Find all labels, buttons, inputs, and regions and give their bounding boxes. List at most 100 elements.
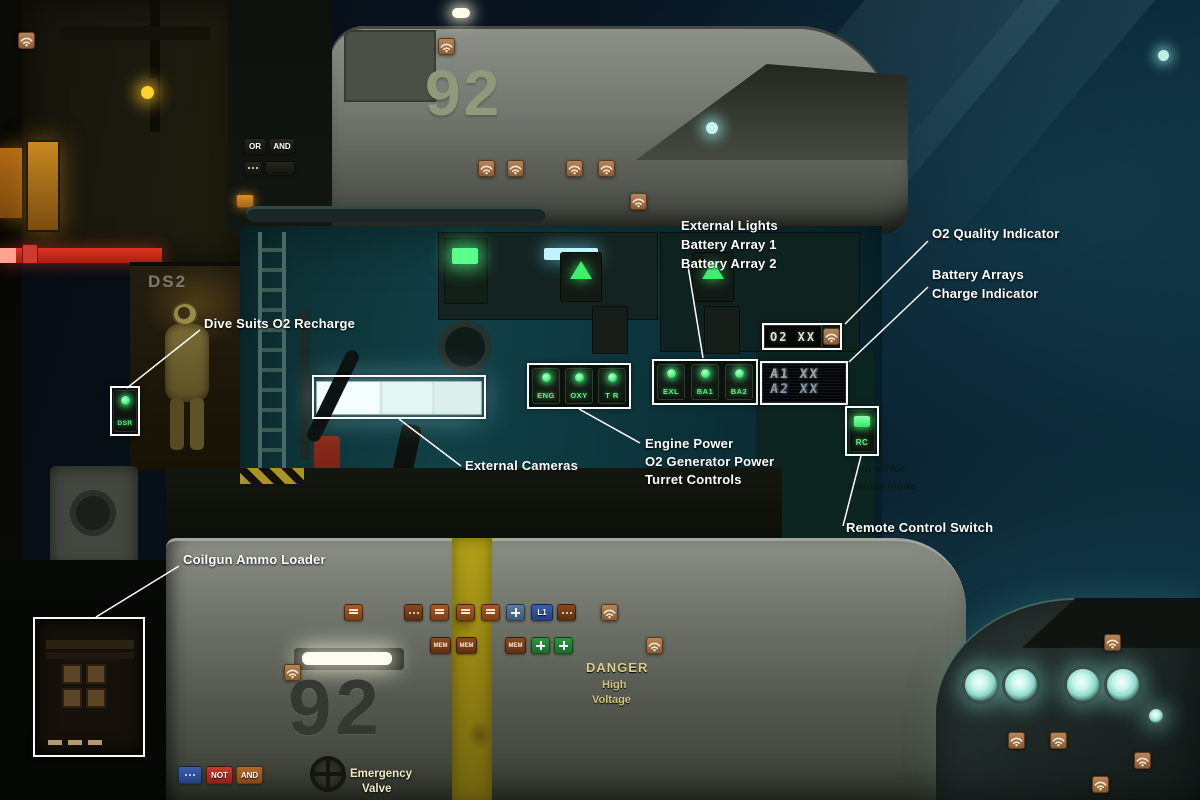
battery-unit [704,306,740,354]
logic-component[interactable] [244,161,262,175]
dive-suit-leg [190,398,204,450]
danger-sign-title: DANGER [586,660,649,675]
turret-led [607,373,617,382]
navigation-light [452,8,470,18]
exl-label: EXL [662,387,680,396]
wifi-component-icon[interactable] [284,664,301,681]
annotation-box-lights [652,359,758,405]
relay-component[interactable] [481,604,500,621]
logic-component[interactable] [178,766,202,784]
wifi-component-icon[interactable] [18,32,35,49]
wifi-component-icon[interactable] [601,604,618,621]
valve-spoke [312,772,344,776]
adder-component[interactable] [506,604,525,621]
turret-control-button[interactable]: T R [598,368,626,404]
wifi-component-icon[interactable] [598,160,615,177]
vent-warning-panel [560,252,602,302]
plus-icon [511,608,520,617]
relay-component[interactable] [404,604,423,621]
and-gate-component[interactable]: AND [236,766,263,784]
wifi-component-icon[interactable] [1134,752,1151,769]
dive-suit-helmet [172,302,198,326]
dots-icon [408,611,411,614]
wifi-component-icon[interactable] [1104,634,1121,651]
ammo-slot [86,688,106,708]
annotation-box-coilgun [33,617,145,757]
rc-led [854,416,870,427]
wifi-component-icon[interactable] [566,160,583,177]
o2-quality-display: O2 XX [764,325,822,348]
turret-label: T R [605,391,619,400]
ammo-slot [62,664,82,684]
engine-control-panel: ENG OXY T R [529,365,629,407]
lit-relay-component[interactable] [236,194,254,208]
wifi-component-icon[interactable] [1050,732,1067,749]
porthole-lamp [1002,666,1040,704]
exl-led [666,369,676,378]
wifi-component-icon[interactable] [1092,776,1109,793]
porthole-lamp [1104,666,1142,704]
plus-icon [559,641,568,650]
battery-arrays-annotation: Battery Arrays [932,267,1024,282]
green-status-glow [452,248,478,264]
annotation-box-rc [845,406,879,456]
adder-component[interactable] [531,637,550,654]
rc-label: RC [855,438,869,447]
dots-icon [248,167,250,169]
hull-number-bottom: 92 [288,663,383,751]
ladder-rail [282,232,286,556]
plus-icon [536,641,545,650]
porthole-lamp [962,666,1000,704]
turret-controls-annotation: Turret Controls [645,472,742,487]
external-lights-button[interactable]: EXL [657,364,685,400]
battery-array-1-annotation: Battery Array 1 [681,237,777,252]
mem-label: MEM [433,642,448,649]
loader-indicator [88,740,102,745]
memory-component[interactable]: MEM [505,637,526,654]
wifi-component-icon[interactable] [823,328,840,345]
wifi-component-icon[interactable] [438,38,455,55]
porthole-hatch[interactable] [70,490,116,536]
wifi-component-icon[interactable] [1008,732,1025,749]
annotation-box-cameras [312,375,486,419]
stripe-highlight [0,248,16,263]
wifi-component-icon[interactable] [507,160,524,177]
adder-component[interactable] [554,637,573,654]
relay-component[interactable] [430,604,449,621]
porthole-lamp [1146,706,1166,726]
engine-power-button[interactable]: ENG [532,368,560,404]
memory-component[interactable]: MEM [430,637,451,654]
lights-battery-panel: EXL BA1 BA2 [654,361,756,403]
ba1-led [700,369,710,378]
remote-control-switch[interactable]: RC [849,410,875,452]
or-gate-component[interactable]: OR [244,138,266,154]
relay-component[interactable] [456,604,475,621]
battery-array-2-button[interactable]: BA2 [725,364,753,400]
engine-label: ENG [537,391,555,400]
wifi-component-icon[interactable] [646,637,663,654]
wifi-component-icon[interactable] [478,160,495,177]
manual-mode-note-line1: turn off for [851,463,905,475]
battery-array-1-button[interactable]: BA1 [691,364,719,400]
charge-indicator-annotation: Charge Indicator [932,286,1039,301]
not-gate-component[interactable]: NOT [206,766,233,784]
dive-suit-o2-recharge-button[interactable]: DSR [113,390,137,432]
yellow-warning-light [141,86,154,99]
light-relay-component[interactable]: L1 [531,604,553,621]
equals-icon [461,611,470,614]
relay-component[interactable] [344,604,363,621]
coilgun-annotation: Coilgun Ammo Loader [183,552,326,567]
and-gate-component[interactable]: AND [269,138,295,154]
o2-generator-annotation: O2 Generator Power [645,454,775,469]
wifi-component-icon[interactable] [630,193,647,210]
annotation-box-battery [760,361,848,405]
memory-component[interactable]: MEM [456,637,477,654]
o2-generator-button[interactable]: OXY [565,368,593,404]
dive-suit-body[interactable] [165,324,209,402]
logic-component[interactable] [265,161,295,175]
relay-component[interactable] [557,604,576,621]
camera-mount-wheel [438,320,492,374]
mem-label: MEM [459,642,474,649]
annotation-box-o2 [762,323,842,350]
